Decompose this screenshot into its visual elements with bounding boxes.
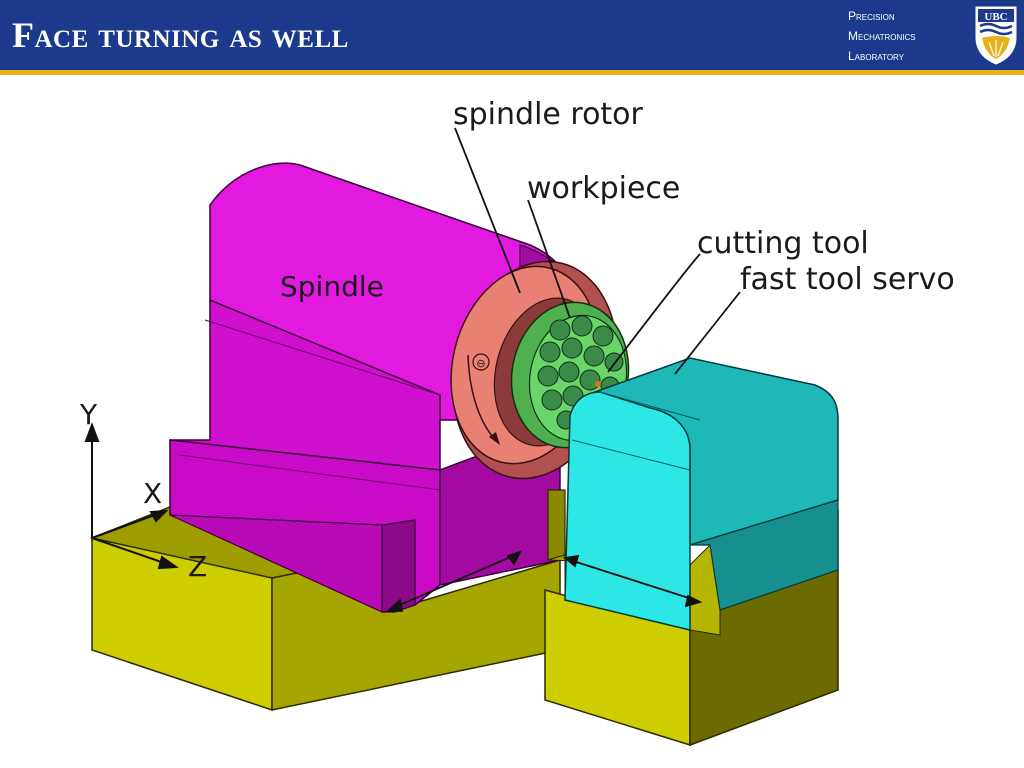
coordinate-axes: [84, 422, 179, 570]
header-bar: Face turning as well Precision Mechatron…: [0, 0, 1024, 70]
lab-name-line: Laboratory: [848, 49, 905, 63]
header-accent-rule: [0, 70, 1024, 75]
axis-label-y: Y: [79, 398, 98, 431]
label-spindle-rotor: spindle rotor: [453, 97, 644, 132]
callout-leaders: [454, 127, 741, 375]
axis-label-z: Z: [188, 550, 207, 583]
label-spindle: Spindle: [280, 270, 384, 303]
axis-label-x: X: [143, 477, 162, 510]
lab-name: Precision Mechatronics Laboratory: [848, 6, 916, 66]
label-fast-tool-servo: fast tool servo: [740, 262, 955, 297]
rotation-symbol: ⊖: [476, 357, 485, 370]
motion-arrows: [385, 550, 703, 612]
logo-text: UBC: [984, 11, 1007, 23]
label-workpiece: workpiece: [527, 171, 680, 206]
label-cutting-tool: cutting tool: [697, 226, 869, 261]
lab-name-line: Mechatronics: [848, 29, 916, 43]
fast-tool-servo: [564, 357, 839, 631]
ubc-logo: UBC: [975, 6, 1017, 65]
lab-name-line: Precision: [848, 9, 895, 23]
lathe-diagram: ⊖: [79, 97, 955, 747]
slide-title: Face turning as well: [12, 15, 349, 55]
